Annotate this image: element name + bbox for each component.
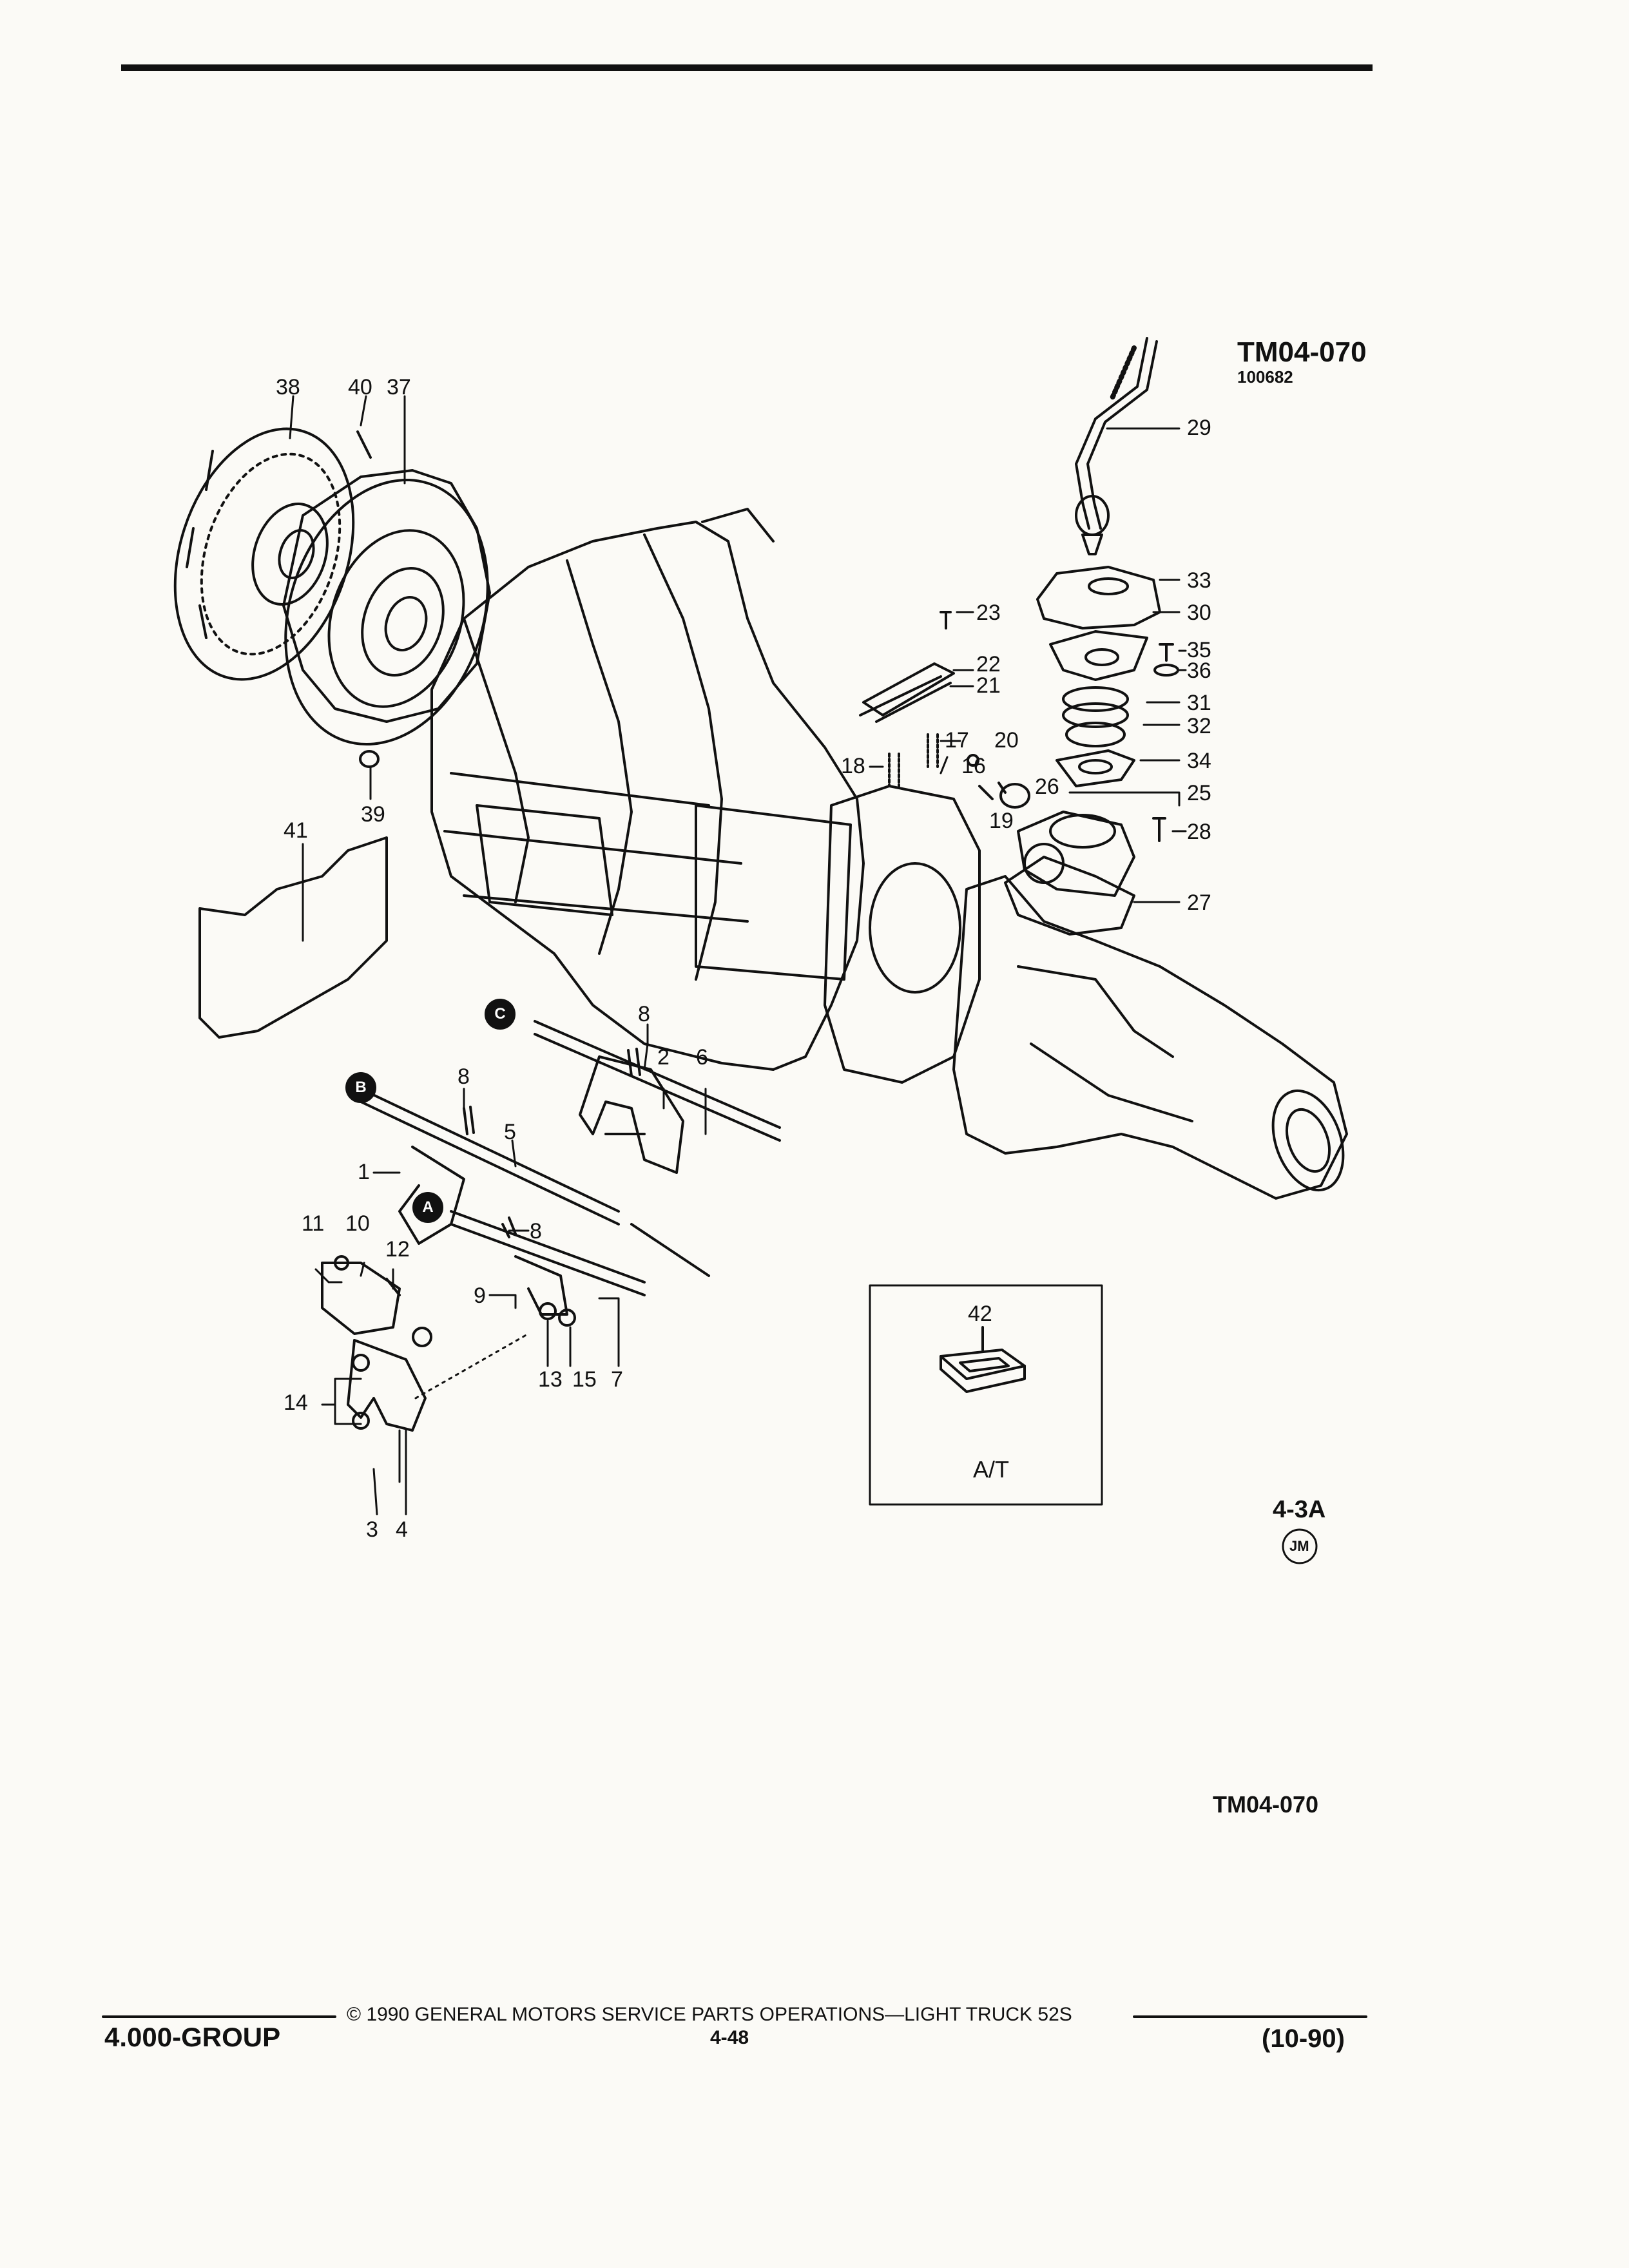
section-code-circle bbox=[1282, 1528, 1318, 1564]
callout-8-top: 8 bbox=[638, 1002, 650, 1026]
callout-37: 37 bbox=[387, 375, 411, 399]
figure-code: TM04-070 bbox=[1237, 336, 1367, 368]
section-code: JM bbox=[1289, 1538, 1309, 1554]
marker-b-badge: B bbox=[345, 1072, 376, 1103]
callout-5: 5 bbox=[504, 1120, 516, 1144]
callout-13: 13 bbox=[538, 1367, 563, 1392]
callout-41: 41 bbox=[284, 818, 308, 843]
callout-25: 25 bbox=[1187, 781, 1211, 805]
pressure-plate bbox=[282, 469, 491, 746]
callout-2: 2 bbox=[657, 1045, 670, 1070]
callout-30: 30 bbox=[1187, 601, 1211, 625]
callout-39: 39 bbox=[361, 802, 385, 827]
callout-17: 17 bbox=[945, 728, 969, 753]
small-pins bbox=[334, 1048, 641, 1483]
callout-15: 15 bbox=[572, 1367, 597, 1392]
callout-33: 33 bbox=[1187, 568, 1211, 593]
callout-1: 1 bbox=[358, 1160, 370, 1184]
clutch-small-parts bbox=[356, 430, 380, 768]
callout-31: 31 bbox=[1187, 691, 1211, 715]
callout-22: 22 bbox=[976, 652, 1001, 677]
extension-housing bbox=[824, 785, 1348, 1200]
callout-35: 35 bbox=[1187, 638, 1211, 662]
shift-lever bbox=[1075, 337, 1158, 555]
footer-page: 4-48 bbox=[710, 2027, 749, 2048]
inset-frame bbox=[869, 1284, 1103, 1506]
shift-forks bbox=[321, 1055, 684, 1432]
marker-a-badge: A bbox=[412, 1192, 443, 1223]
callout-23: 23 bbox=[976, 601, 1001, 625]
callout-10: 10 bbox=[345, 1211, 370, 1236]
callout-7: 7 bbox=[611, 1367, 623, 1392]
callout-34: 34 bbox=[1187, 749, 1211, 773]
callout-27: 27 bbox=[1187, 890, 1211, 915]
callout-40: 40 bbox=[348, 375, 372, 399]
plate-and-gasket bbox=[859, 611, 955, 723]
callout-29: 29 bbox=[1187, 416, 1211, 440]
callout-21: 21 bbox=[976, 673, 1001, 698]
callout-26: 26 bbox=[1035, 774, 1059, 799]
footer-copyright: © 1990 GENERAL MOTORS SERVICE PARTS OPER… bbox=[347, 2004, 1072, 2025]
callout-3: 3 bbox=[366, 1517, 378, 1542]
callout-9: 9 bbox=[474, 1283, 486, 1308]
leader-lines bbox=[289, 395, 1187, 1515]
callout-16: 16 bbox=[961, 754, 986, 778]
callout-28: 28 bbox=[1187, 820, 1211, 844]
marker-c-badge: C bbox=[485, 999, 516, 1030]
footer-group: 4.000-GROUP bbox=[104, 2022, 281, 2052]
at-grommet-42 bbox=[940, 1326, 1026, 1393]
dust-cover bbox=[198, 836, 388, 1039]
inset-label: A/T bbox=[973, 1456, 1010, 1483]
marker-c-label: C bbox=[494, 1005, 506, 1023]
footer-figure-code: TM04-070 bbox=[1213, 1791, 1319, 1818]
marker-b-label: B bbox=[355, 1079, 367, 1096]
transmission-case bbox=[430, 508, 865, 1071]
callout-38: 38 bbox=[276, 375, 300, 399]
section-ref: 4-3A bbox=[1273, 1496, 1326, 1523]
shift-rails bbox=[360, 1020, 781, 1296]
figure-serial: 100682 bbox=[1237, 367, 1293, 387]
small-bolts bbox=[1152, 643, 1179, 842]
marker-a-label: A bbox=[422, 1198, 434, 1216]
callout-8-low: 8 bbox=[530, 1219, 542, 1244]
callout-19: 19 bbox=[989, 809, 1014, 833]
callout-14: 14 bbox=[284, 1390, 308, 1415]
clutch-disc bbox=[173, 427, 355, 681]
top-rule bbox=[121, 64, 1373, 71]
callout-4: 4 bbox=[396, 1517, 408, 1542]
callout-32: 32 bbox=[1187, 714, 1211, 738]
callout-12: 12 bbox=[385, 1237, 410, 1262]
callout-8-mid: 8 bbox=[458, 1064, 470, 1089]
callout-11: 11 bbox=[302, 1211, 325, 1236]
callout-36: 36 bbox=[1187, 658, 1211, 683]
footer-date: (10-90) bbox=[1262, 2024, 1345, 2053]
callout-18: 18 bbox=[841, 754, 865, 778]
inset-callout-42: 42 bbox=[968, 1302, 992, 1326]
callout-20: 20 bbox=[994, 728, 1019, 753]
shift-boot-stack bbox=[1036, 566, 1161, 787]
callout-6: 6 bbox=[696, 1045, 708, 1070]
detent-springs bbox=[888, 733, 1030, 809]
